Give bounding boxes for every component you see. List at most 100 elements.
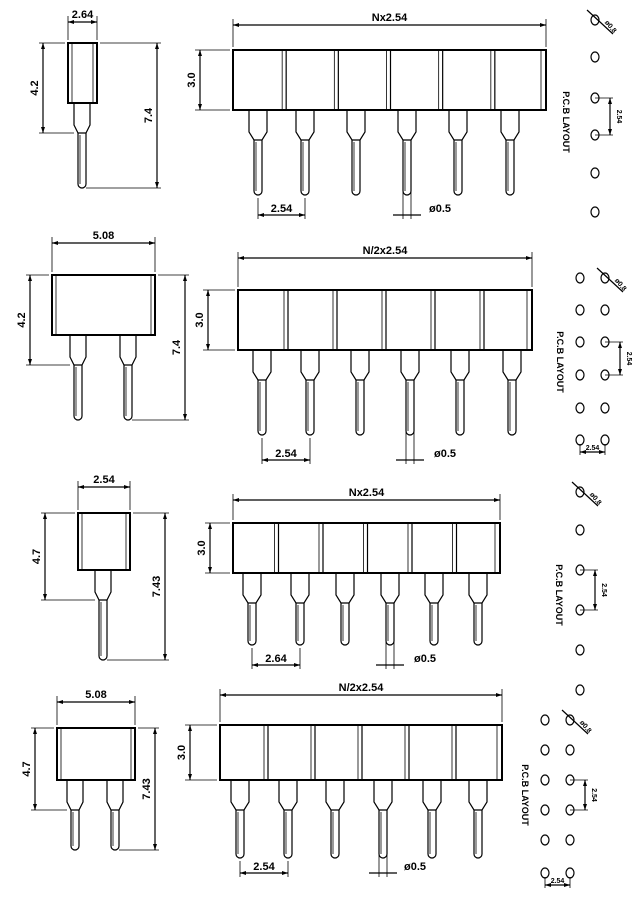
pcb-row-spacing-label: 2.54 <box>551 878 565 885</box>
pin-diameter-dimension: ø0.5 <box>414 653 436 665</box>
width-dimension: 2.64 <box>72 9 94 21</box>
pcb-hole <box>565 744 575 756</box>
pcb-hole <box>565 834 575 846</box>
pin-sleeve <box>350 350 370 381</box>
pin-diameter-dimension: ø0.5 <box>404 861 426 873</box>
pin-sleeve <box>325 780 345 811</box>
pin-sleeve <box>295 110 315 141</box>
length-dimension: N/2x2.54 <box>363 245 409 257</box>
pin-sleeve <box>468 573 488 604</box>
pin-sleeve <box>69 335 87 366</box>
pcb-hole <box>540 804 550 816</box>
housing-front <box>232 522 501 574</box>
pin <box>505 140 515 196</box>
pin-sleeve <box>502 350 522 381</box>
arrowhead <box>252 663 300 667</box>
pin <box>429 603 439 646</box>
pin <box>98 600 108 661</box>
pin-diameter-dimension: ø0.5 <box>429 203 451 215</box>
arrowhead <box>583 780 587 810</box>
pin <box>110 810 120 851</box>
pin-sleeve <box>242 573 262 604</box>
pcb-hole <box>540 744 550 756</box>
pin-sleeve <box>448 110 468 141</box>
pin-sleeve <box>94 570 112 601</box>
pin-sleeve <box>278 780 298 811</box>
pin <box>473 810 483 859</box>
housing-front <box>237 289 533 351</box>
pin-sleeve <box>230 780 250 811</box>
pin <box>378 810 388 859</box>
pin-sleeve <box>422 780 442 811</box>
pin <box>473 603 483 646</box>
arrowhead <box>68 20 97 24</box>
pcb-hole <box>575 304 585 316</box>
pcb-hole <box>575 402 585 414</box>
pin-sleeve <box>290 573 310 604</box>
arrowhead <box>545 883 570 887</box>
pitch-dimension: 2.54 <box>253 861 275 873</box>
pin <box>453 140 463 196</box>
pin-sleeve <box>380 573 400 604</box>
body-height-dimension: 3.0 <box>196 540 208 555</box>
pcb-hole <box>600 304 610 316</box>
pcb-hole <box>575 644 585 656</box>
length-dimension: Nx2.54 <box>349 487 385 499</box>
pin <box>340 603 350 646</box>
hole-leader <box>596 267 624 293</box>
body-height-dimension: 3.0 <box>176 745 188 760</box>
pin <box>351 140 361 196</box>
pin <box>283 810 293 859</box>
pcb-layout-label: P.C.B LAYOUT <box>520 764 530 826</box>
side-view: 2.544.77.43 <box>31 474 169 661</box>
pcb-hole <box>575 486 585 498</box>
side-view: 2.644.27.4 <box>29 9 161 189</box>
pcb-hole <box>590 167 600 179</box>
pcb-layout-label: P.C.B LAYOUT <box>561 91 571 153</box>
pin-sleeve <box>397 110 417 141</box>
pcb-pitch-label: 2.54 <box>600 583 607 597</box>
pcb-hole <box>540 867 550 879</box>
pcb-pitch-label: 2.54 <box>590 788 597 802</box>
hole-leader <box>561 709 589 735</box>
total-height-dimension: 7.43 <box>151 576 163 597</box>
pin <box>77 133 87 189</box>
length-dimension: Nx2.54 <box>372 12 408 24</box>
total-height-dimension: 7.4 <box>171 339 183 355</box>
height-dimension: 4.2 <box>16 312 28 327</box>
pcb-hole <box>565 867 575 879</box>
pin <box>330 810 340 859</box>
pcb-hole <box>540 834 550 846</box>
pcb-hole <box>565 714 575 726</box>
hole-leader <box>586 9 614 35</box>
pcb-row-spacing-label: 2.54 <box>586 445 600 452</box>
pin <box>402 140 412 196</box>
pin <box>235 810 245 859</box>
pcb-hole <box>600 402 610 414</box>
pcb-pitch-label: 2.54 <box>625 352 632 366</box>
pin-sleeve <box>400 350 420 381</box>
pcb-pitch-label: 2.54 <box>615 110 622 124</box>
housing-side <box>56 727 136 781</box>
pin <box>123 365 133 421</box>
pcb-hole <box>540 774 550 786</box>
arrowhead <box>240 871 288 875</box>
housing-front <box>219 724 503 781</box>
pcb-layout-label: P.C.B LAYOUT <box>555 331 565 393</box>
pin <box>455 380 465 436</box>
pitch-dimension: 2.54 <box>275 448 297 460</box>
arrowhead <box>198 50 202 110</box>
hole-leader <box>571 481 599 507</box>
pcb-hole <box>600 434 610 446</box>
pcb-hole <box>600 272 610 284</box>
body-height-dimension: 3.0 <box>194 312 206 327</box>
pin-sleeve <box>300 350 320 381</box>
